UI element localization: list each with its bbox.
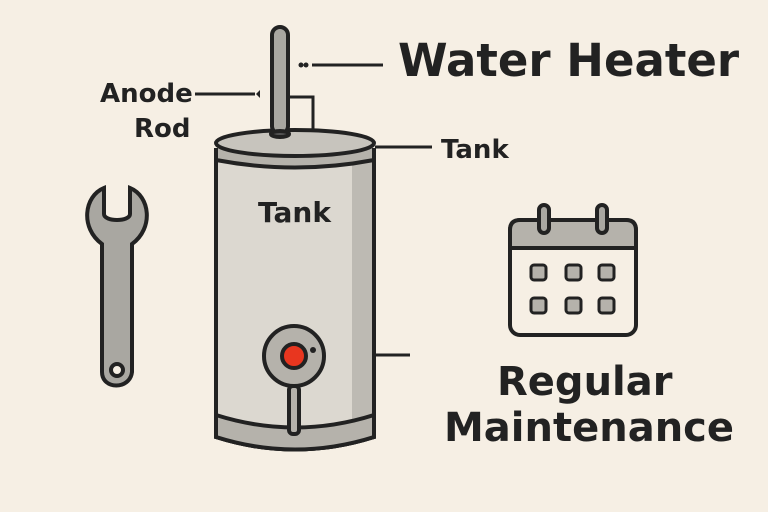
tank-callout-label: Tank (441, 135, 509, 165)
wrench-icon (85, 185, 149, 388)
tank-body-label: Tank (258, 196, 331, 229)
calendar-icon (508, 203, 638, 337)
water-heater-illustration (214, 25, 376, 452)
maintenance-label-line1: Regular (497, 359, 673, 405)
page-title: Water Heater (398, 34, 740, 87)
anode-rod-label-line1: Anode (100, 79, 193, 109)
maintenance-label-line2: Maintenance (444, 405, 735, 451)
anode-rod-label-line2: Rod (134, 114, 191, 144)
